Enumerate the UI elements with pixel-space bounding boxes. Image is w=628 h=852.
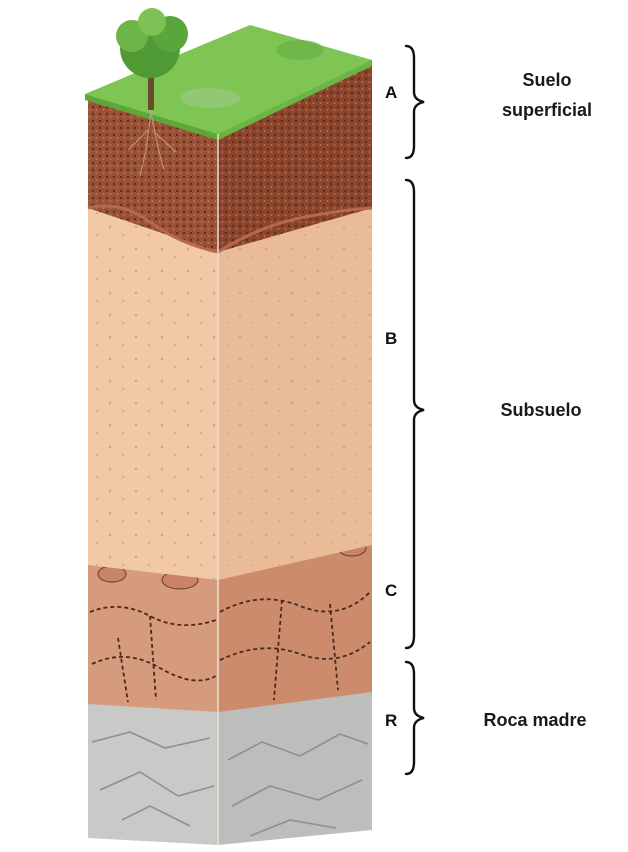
bracket-topsoil — [406, 46, 424, 158]
label-topsoil-line2: superficial — [502, 100, 592, 120]
label-subsoil: Subsuelo — [500, 400, 581, 420]
horizon-letter-a: A — [385, 83, 397, 102]
horizon-letter-b: B — [385, 329, 397, 348]
label-topsoil-line1: Suelo — [522, 70, 571, 90]
bracket-subsoil — [406, 180, 424, 648]
horizon-brackets — [406, 46, 424, 774]
horizon-letter-c: C — [385, 581, 397, 600]
bedrock-layer — [88, 690, 372, 845]
subsoil-layer — [88, 205, 372, 580]
soil-column — [85, 8, 372, 845]
bracket-bedrock — [406, 662, 424, 774]
horizon-letter-r: R — [385, 711, 397, 730]
label-bedrock: Roca madre — [483, 710, 586, 730]
